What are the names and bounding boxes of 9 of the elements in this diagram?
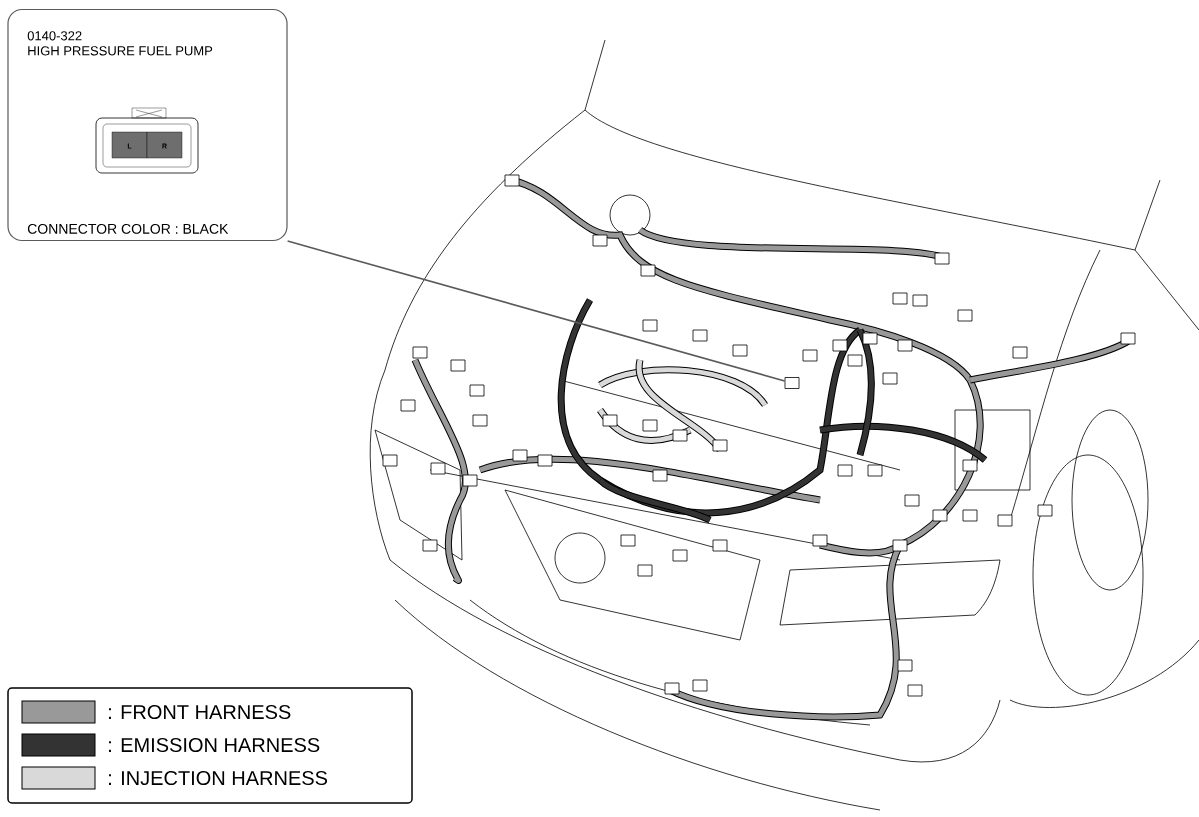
legend-label: : EMISSION HARNESS: [109, 737, 320, 753]
legend-label: : INJECTION HARNESS: [109, 770, 328, 786]
callout-note: CONNECTOR COLOR : BLACK: [27, 223, 229, 234]
connector-code: 0140-322: [27, 31, 82, 41]
leader-line: [286, 240, 786, 382]
callout-box: [7, 8, 288, 242]
connector: [784, 377, 800, 389]
callout-title: HIGH PRESSURE FUEL PUMP: [28, 46, 213, 56]
legend-label: : FRONT HARNESS: [109, 704, 291, 720]
